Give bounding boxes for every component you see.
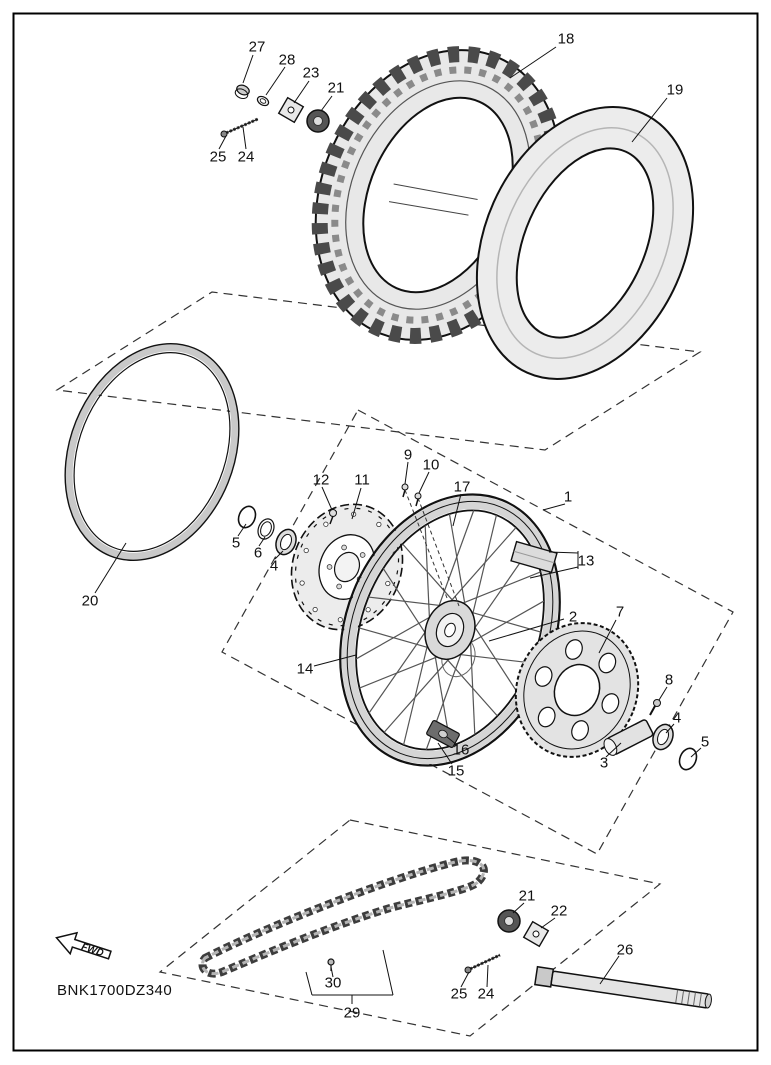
hub — [424, 600, 476, 678]
callout-23: 23 — [302, 64, 320, 82]
callout-21-top: 21 — [327, 79, 345, 97]
assembly-plane-chain — [158, 819, 662, 1037]
callout-11: 11 — [354, 471, 370, 489]
callout-26: 26 — [616, 941, 634, 959]
small-screws — [329, 483, 422, 525]
axle-illustration — [534, 965, 712, 1009]
callout-15: 15 — [447, 762, 465, 780]
fwd-label: FWD — [80, 942, 105, 960]
part-number-label: BNK1700DZ340 — [57, 982, 173, 999]
callout-13: 13 — [577, 552, 595, 570]
leader-lines — [94, 46, 702, 1004]
chain-adjuster-top-parts — [220, 84, 330, 138]
callout-4-left: 4 — [269, 557, 279, 575]
callout-25-bottom: 25 — [450, 985, 468, 1003]
callout-19: 19 — [666, 81, 684, 99]
fwd-arrow: FWD — [55, 931, 112, 960]
callout-5-left: 5 — [231, 534, 241, 552]
callout-20: 20 — [81, 592, 99, 610]
assembly-plane-upper — [55, 291, 702, 451]
page-border — [12, 12, 759, 1052]
callout-28: 28 — [278, 51, 296, 69]
callout-10: 10 — [422, 456, 440, 474]
callout-5-right: 5 — [700, 733, 710, 751]
callout-7: 7 — [615, 603, 625, 621]
callout-21-bottom: 21 — [518, 887, 536, 905]
balance-weight-illustration — [510, 540, 558, 574]
chain-illustration — [198, 856, 488, 978]
inner-tube-illustration — [475, 106, 695, 380]
callout-14: 14 — [296, 660, 314, 678]
spokes — [355, 510, 545, 750]
callout-25-top: 25 — [209, 148, 227, 166]
callout-2: 2 — [568, 608, 578, 626]
callout-9: 9 — [403, 446, 413, 464]
callout-1: 1 — [563, 488, 573, 506]
callout-27: 27 — [248, 38, 266, 56]
assembly-plane-wheel — [221, 409, 734, 855]
callout-6: 6 — [253, 544, 263, 562]
sprocket-illustration — [514, 622, 640, 758]
callout-22: 22 — [550, 902, 568, 920]
seal-oring-left — [237, 505, 297, 556]
chain-adjuster-bottom-parts — [327, 909, 550, 974]
callout-30: 30 — [324, 974, 342, 992]
callout-17: 17 — [453, 478, 471, 496]
callout-3: 3 — [599, 754, 609, 772]
callout-4-right: 4 — [672, 709, 682, 727]
callout-12: 12 — [312, 471, 330, 489]
callout-8: 8 — [664, 671, 674, 689]
callout-24-top: 24 — [237, 148, 255, 166]
callout-16: 16 — [452, 741, 470, 759]
fwd-arrow-icon — [55, 931, 112, 960]
callout-24-bottom: 24 — [477, 985, 495, 1003]
callout-18: 18 — [557, 30, 575, 48]
callout-29: 29 — [343, 1004, 361, 1022]
